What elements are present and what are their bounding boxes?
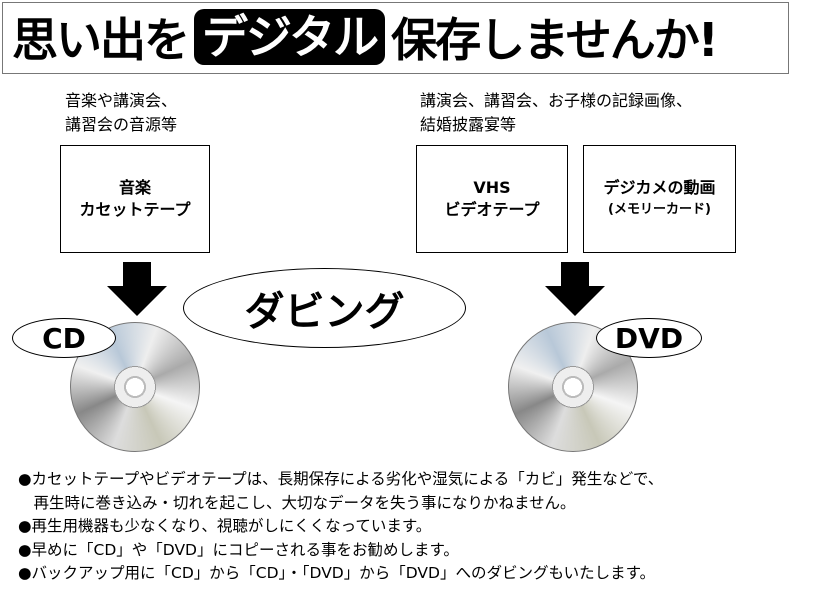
headline-after: 保存しませんか! xyxy=(391,13,719,67)
cassette-tape-box: 音楽 カセットテープ xyxy=(60,145,210,253)
dubbing-ellipse: ダビング xyxy=(183,268,466,348)
down-arrow-icon xyxy=(107,262,167,316)
dvd-label: DVD xyxy=(614,321,684,355)
bullet-item: ●カセットテープやビデオテープは、長期保存による劣化や湿気による「カビ」発生など… xyxy=(18,470,664,488)
cd-label-ellipse: CD xyxy=(12,318,116,358)
bullet-item: 再生時に巻き込み・切れを起こし、大切なデータを失う事になりかねません。 xyxy=(18,493,576,512)
bullet-item: ●バックアップ用に「CD」から「CD」・「DVD」から「DVD」へのダビングもい… xyxy=(18,564,656,582)
caption-line: 講演会、講習会、お子様の記録画像、 xyxy=(420,91,693,110)
bullet-list: ●カセットテープやビデオテープは、長期保存による劣化や湿気による「カビ」発生など… xyxy=(18,468,663,586)
cd-disc-icon xyxy=(70,322,200,452)
down-arrow-icon xyxy=(545,262,605,316)
left-caption: 音楽や講演会、 講習会の音源等 xyxy=(65,89,177,137)
headline: 思い出を デジタル 保存しませんか! xyxy=(12,8,719,67)
cd-label: CD xyxy=(42,321,86,355)
dubbing-label: ダビング xyxy=(244,289,405,335)
box-line: VHS xyxy=(473,178,511,197)
digicam-video-box: デジカメの動画 (メモリーカード) xyxy=(583,145,736,253)
caption-line: 音楽や講演会、 xyxy=(65,91,178,110)
bullet-item: ●早めに「CD」や「DVD」にコピーされる事をお勧めします。 xyxy=(18,540,459,559)
right-caption: 講演会、講習会、お子様の記録画像、 結婚披露宴等 xyxy=(420,89,692,137)
caption-line: 結婚披露宴等 xyxy=(420,115,517,134)
headline-before: 思い出を xyxy=(12,13,190,67)
box-line: デジカメの動画 xyxy=(603,178,716,197)
box-line: 音楽 xyxy=(118,178,151,197)
bullet-item: ●再生用機器も少なくなり、視聴がしにくくなっています。 xyxy=(18,517,432,535)
headline-highlight: デジタル xyxy=(194,9,386,65)
box-line: ビデオテープ xyxy=(444,200,540,219)
dvd-label-ellipse: DVD xyxy=(596,318,702,358)
box-line: カセットテープ xyxy=(79,200,191,219)
box-line: (メモリーカード) xyxy=(608,202,711,217)
title-banner xyxy=(2,2,789,74)
vhs-tape-box: VHS ビデオテープ xyxy=(416,145,568,253)
caption-line: 講習会の音源等 xyxy=(65,115,178,134)
